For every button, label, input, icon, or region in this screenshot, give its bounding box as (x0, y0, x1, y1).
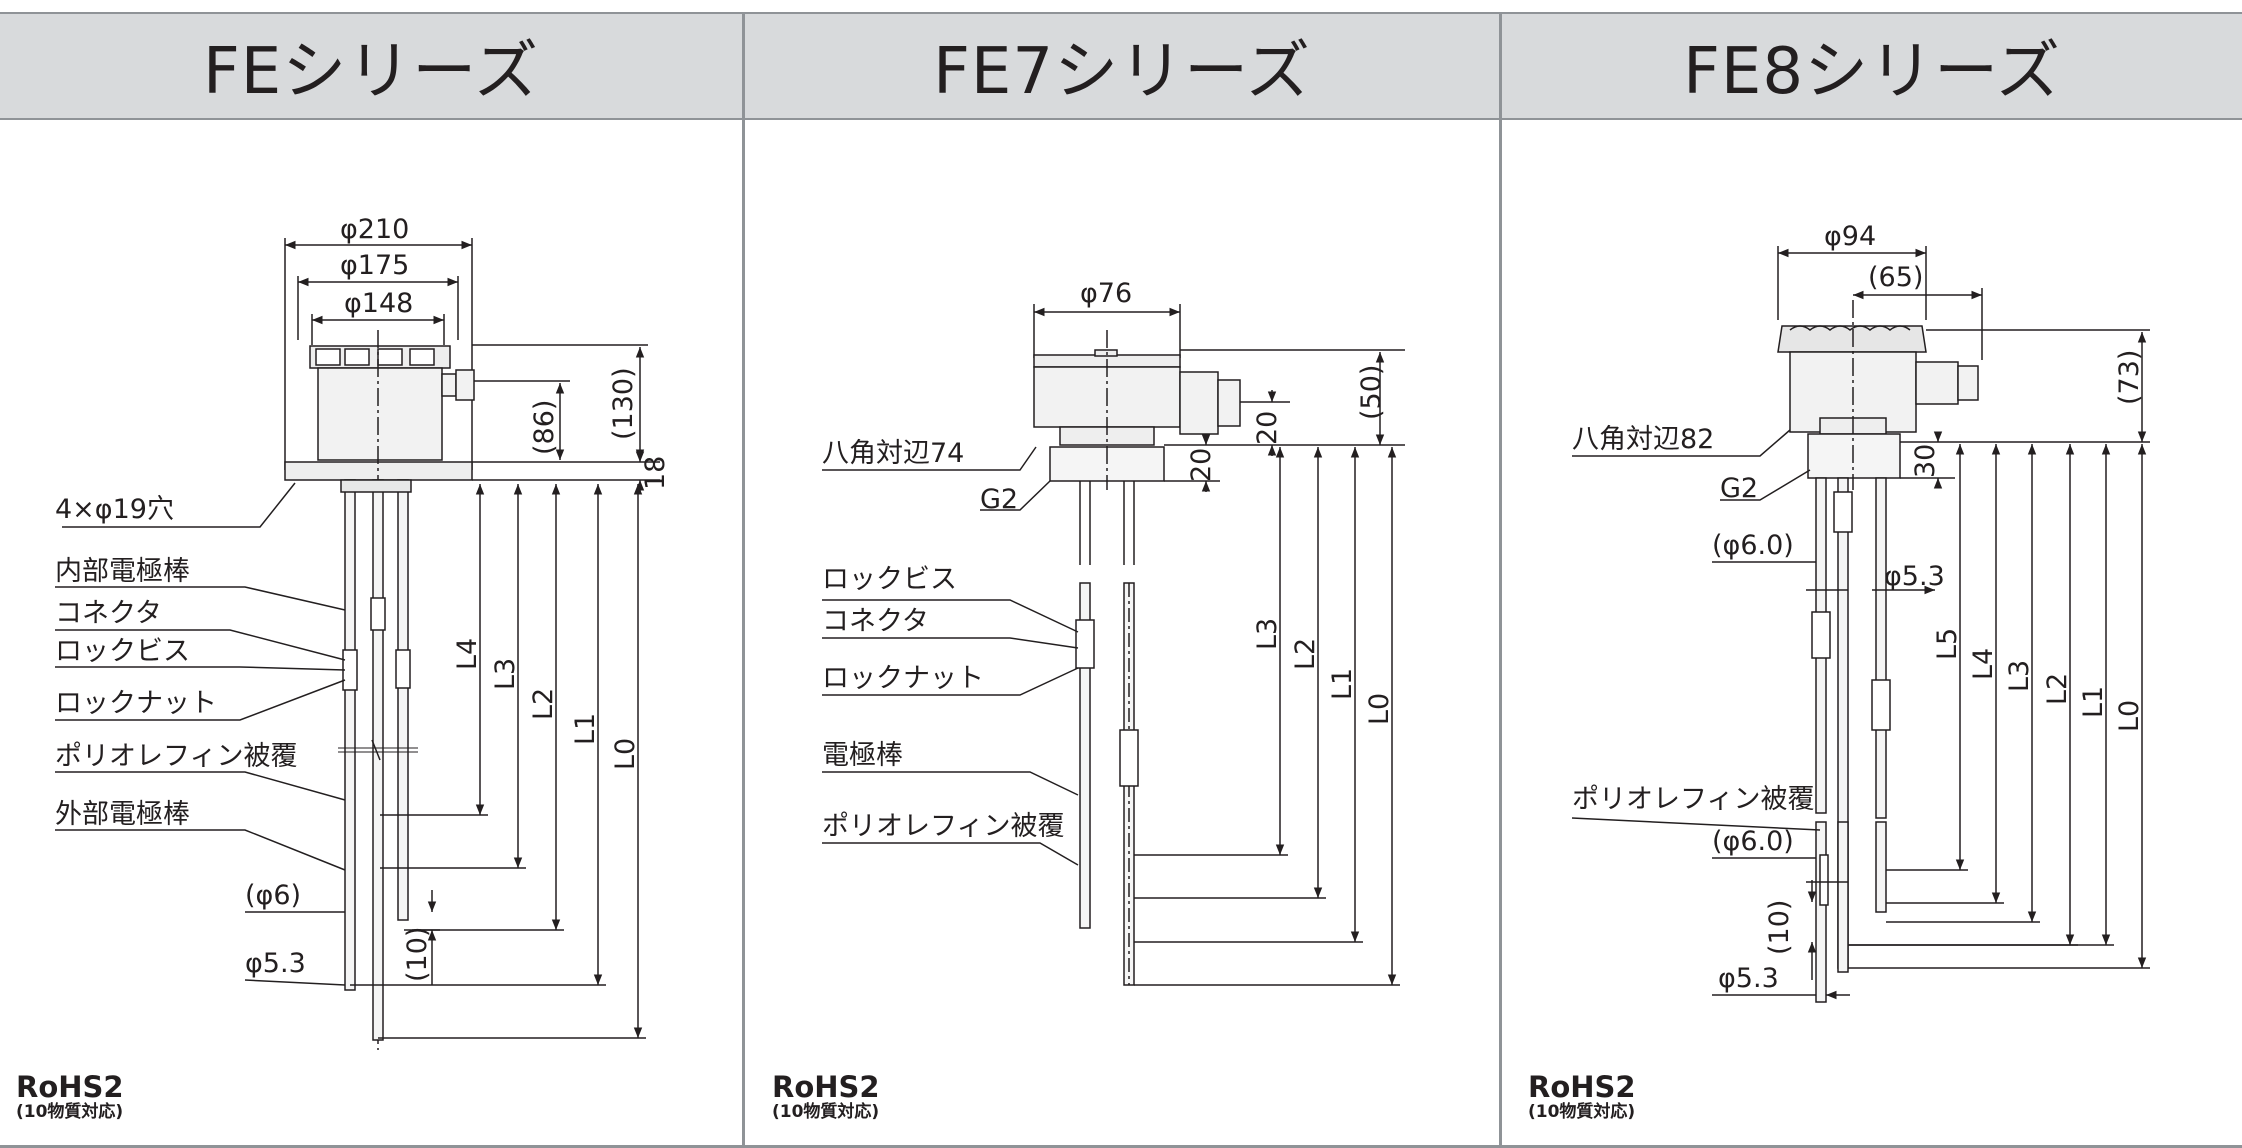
part-label: コネクタ (55, 598, 162, 629)
fe-drawing (55, 238, 660, 1050)
part-label: 八角対辺74 (822, 438, 964, 469)
rohs-title: RoHS2 (16, 1070, 124, 1104)
rohs-sub: (10物質対応) (772, 1102, 880, 1122)
dim-label: (86) (529, 400, 560, 455)
dim-label: φ175 (340, 250, 409, 281)
dim-label: φ5.3 (245, 948, 306, 979)
dim-label: (50) (1356, 365, 1387, 420)
dim-label: (10) (402, 927, 433, 982)
dim-label: L2 (528, 688, 559, 720)
panel-fe: FEシリーズ (0, 14, 742, 1146)
dim-label: φ210 (340, 214, 409, 245)
dim-label: L0 (2114, 700, 2145, 732)
part-label: G2 (980, 484, 1018, 515)
dim-label: (φ6) (245, 880, 301, 911)
part-label: 外部電極棒 (55, 799, 190, 830)
fe7-drawing (822, 304, 1405, 986)
dim-label: 20 (1186, 448, 1217, 482)
dim-label: L4 (1968, 648, 1999, 680)
fe-text: φ210 φ175 φ148 (86) (130) 18 L4 L3 L2 L1… (55, 214, 671, 982)
rohs-sub: (10物質対応) (16, 1102, 124, 1122)
part-label: 内部電極棒 (55, 556, 190, 587)
panel-fe8: FE8シリーズ (1502, 14, 2242, 1146)
dim-label: L1 (1327, 668, 1358, 700)
dim-label: L5 (1932, 628, 1963, 660)
dim-label: φ76 (1080, 278, 1132, 309)
rohs-title: RoHS2 (772, 1070, 880, 1104)
part-label: 4×φ19穴 (55, 494, 174, 525)
part-label: ロックナット (822, 663, 984, 694)
panel-fe7: FE7シリーズ (745, 14, 1499, 1146)
dim-label: φ5.3 (1718, 963, 1779, 994)
dim-label: L3 (2004, 660, 2035, 692)
part-label: G2 (1720, 473, 1758, 504)
dim-label: L3 (490, 658, 521, 690)
rohs-badge: RoHS2 (10物質対応) (1528, 1072, 1636, 1122)
part-label: ロックナット (55, 688, 217, 719)
dim-label: 20 (1252, 411, 1283, 445)
dim-label: L2 (1290, 638, 1321, 670)
fe8-text: φ94 (65) (73) 30 L5 L4 L3 L2 L1 L0 (10) … (1572, 221, 2145, 994)
panel-title: FE8シリーズ (1683, 35, 2061, 109)
dim-label: (φ6.0) (1712, 530, 1794, 561)
part-label: ロックビス (822, 564, 957, 595)
panel-divider (1499, 14, 1502, 1146)
part-label: 電極棒 (822, 740, 903, 771)
part-label: コネクタ (822, 606, 929, 637)
rohs-sub: (10物質対応) (1528, 1102, 1636, 1122)
dim-label: φ94 (1824, 221, 1876, 252)
dim-label: L2 (2042, 673, 2073, 705)
part-label: ポリオレフィン被覆 (1572, 784, 1814, 815)
dim-label: φ148 (344, 288, 413, 319)
dim-label: 30 (1910, 444, 1941, 478)
bottom-border (0, 1145, 2242, 1148)
dim-label: L3 (1252, 618, 1283, 650)
fe7-text: φ76 (50) 20 20 L3 L2 L1 L0 八角対辺74 G2 ロック… (822, 278, 1395, 842)
dim-label: L4 (452, 638, 483, 670)
dim-label: (65) (1868, 262, 1923, 293)
dim-label: φ5.3 (1884, 561, 1945, 592)
rohs-title: RoHS2 (1528, 1070, 1636, 1104)
part-label: ロックビス (55, 636, 190, 667)
dim-label: (73) (2114, 350, 2145, 405)
dim-label: L0 (610, 738, 641, 770)
panel-header: FE8シリーズ (1502, 14, 2242, 120)
top-border (0, 12, 2242, 15)
panel-header: FEシリーズ (0, 14, 742, 120)
fe8-drawing (1571, 246, 2150, 1003)
dim-label: L0 (1364, 693, 1395, 725)
dim-label: (φ6.0) (1712, 826, 1794, 857)
part-label: 八角対辺82 (1572, 424, 1714, 455)
dim-label: L1 (570, 713, 601, 745)
dim-label: (10) (1764, 900, 1795, 955)
panel-divider (742, 14, 745, 1146)
part-label: ポリオレフィン被覆 (822, 811, 1064, 842)
rohs-badge: RoHS2 (10物質対応) (772, 1072, 880, 1122)
part-label: ポリオレフィン被覆 (55, 741, 297, 772)
panel-title: FE7シリーズ (933, 35, 1311, 109)
dim-label: 18 (640, 456, 671, 490)
dim-label: L1 (2078, 686, 2109, 718)
dim-label: (130) (608, 367, 639, 440)
rohs-badge: RoHS2 (10物質対応) (16, 1072, 124, 1122)
panel-header: FE7シリーズ (745, 14, 1499, 120)
panel-title: FEシリーズ (202, 35, 540, 109)
